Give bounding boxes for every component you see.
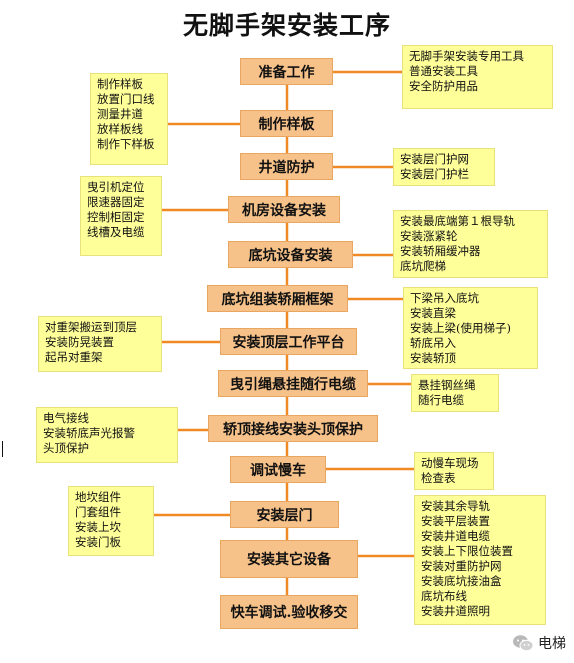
note-car-frame: 下梁吊入底坑 安装直梁 安装上梁(使用梯子) 轿底吊入 安装轿顶 (403, 287, 538, 369)
step-template: 制作样板 (240, 110, 333, 137)
page-title: 无脚手架安装工序 (182, 11, 391, 40)
note-line: 安装直梁 (410, 306, 456, 320)
note-line: 轿底吊入 (410, 336, 456, 350)
note-line: 动慢车现场 (421, 456, 479, 470)
note-line: 安装上下限位装置 (421, 544, 513, 558)
watermark-text: 电梯 (538, 636, 566, 652)
step-final: 快车调试.验收移交 (220, 595, 358, 629)
note-pit: 安装最底端第１根导轨 安装涨紧轮 安装轿厢缓冲器 底坑爬梯 (393, 210, 548, 278)
note-line: 安装对重防护网 (421, 559, 502, 573)
note-line: 放置门口线 (97, 92, 155, 106)
step-wiring: 轿顶接线安装头顶保护 (208, 415, 378, 442)
note-line: 安装防晃装置 (45, 335, 114, 349)
note-line: 安装上梁(使用梯子) (410, 321, 511, 335)
note-line: 安装层门护栏 (400, 167, 469, 181)
step-other: 安装其它设备 (220, 540, 358, 578)
watermark: 电梯 (512, 633, 566, 653)
note-wiring: 电气接线 安装轿底声光报警 头顶保护 (36, 407, 178, 463)
note-prep: 无脚手架安装专用工具 普通安装工具 安全防护用品 (402, 45, 553, 109)
note-template: 制作样板 放置门口线 测量井道 放样板线 制作下样板 (90, 73, 168, 165)
step-slow-test: 调试慢车 (230, 456, 326, 483)
note-line: 安装轿厢缓冲器 (400, 244, 481, 258)
note-shaft-protect: 安装层门护网 安装层门护栏 (393, 148, 495, 186)
note-line: 安装平层装置 (421, 514, 490, 528)
note-line: 安装最底端第１根导轨 (400, 214, 515, 228)
note-line: 随行电缆 (418, 393, 464, 407)
note-line: 安装其余导轨 (421, 499, 490, 513)
note-line: 安装层门护网 (400, 152, 469, 166)
step-prep: 准备工作 (240, 58, 333, 85)
note-line: 安装门板 (75, 535, 121, 549)
note-line: 安装井道照明 (421, 604, 490, 618)
note-line: 控制柜固定 (87, 210, 145, 224)
note-line: 普通安装工具 (409, 64, 478, 78)
note-top-platform: 对重架搬运到顶层 安装防晃装置 起吊对重架 (38, 316, 162, 372)
step-machine-room: 机房设备安装 (228, 196, 340, 223)
note-line: 底坑爬梯 (400, 259, 446, 273)
note-line: 安装轿顶 (410, 351, 456, 365)
note-line: 测量井道 (97, 107, 143, 121)
note-slow-test: 动慢车现场 检查表 (414, 452, 494, 490)
step-shaft-protect: 井道防护 (240, 153, 333, 180)
note-line: 限速器固定 (87, 195, 145, 209)
note-line: 悬挂钢丝绳 (418, 378, 476, 392)
step-pit: 底坑设备安装 (228, 241, 353, 268)
step-top-platform: 安装顶层工作平台 (220, 328, 357, 355)
note-other: 安装其余导轨 安装平层装置 安装井道电缆 安装上下限位装置 安装对重防护网 安装… (414, 495, 546, 625)
note-line: 底坑布线 (421, 589, 467, 603)
note-line: 检查表 (421, 471, 456, 485)
step-landing-door: 安装层门 (230, 501, 339, 528)
note-line: 门套组件 (75, 505, 121, 519)
wechat-icon (513, 635, 534, 652)
note-line: 制作样板 (97, 77, 143, 91)
note-line: 制作下样板 (97, 137, 155, 151)
note-line: 放样板线 (97, 122, 143, 136)
note-line: 线槽及电缆 (87, 225, 145, 239)
note-line: 头顶保护 (43, 441, 89, 455)
note-line: 安装井道电缆 (421, 529, 490, 543)
note-line: 地坎组件 (75, 490, 121, 504)
step-ropes: 曳引绳悬挂随行电缆 (218, 370, 368, 397)
note-ropes: 悬挂钢丝绳 随行电缆 (411, 374, 499, 412)
note-line: 安装底坑接油盒 (421, 574, 502, 588)
note-line: 下梁吊入底坑 (410, 291, 479, 305)
note-machine-room: 曳引机定位 限速器固定 控制柜固定 线槽及电缆 (80, 176, 162, 256)
note-line: 曳引机定位 (87, 180, 145, 194)
note-landing-door: 地坎组件 门套组件 安装上坎 安装门板 (68, 486, 154, 556)
text-cursor (2, 441, 3, 457)
note-line: 起吊对重架 (45, 350, 103, 364)
note-line: 安装上坎 (75, 520, 121, 534)
note-line: 安装涨紧轮 (400, 229, 458, 243)
note-line: 安装轿底声光报警 (43, 426, 135, 440)
step-car-frame: 底坑组装轿厢框架 (207, 285, 348, 312)
note-line: 安全防护用品 (409, 79, 478, 93)
note-line: 电气接线 (43, 411, 89, 425)
note-line: 无脚手架安装专用工具 (409, 49, 524, 63)
note-line: 对重架搬运到顶层 (45, 320, 137, 334)
